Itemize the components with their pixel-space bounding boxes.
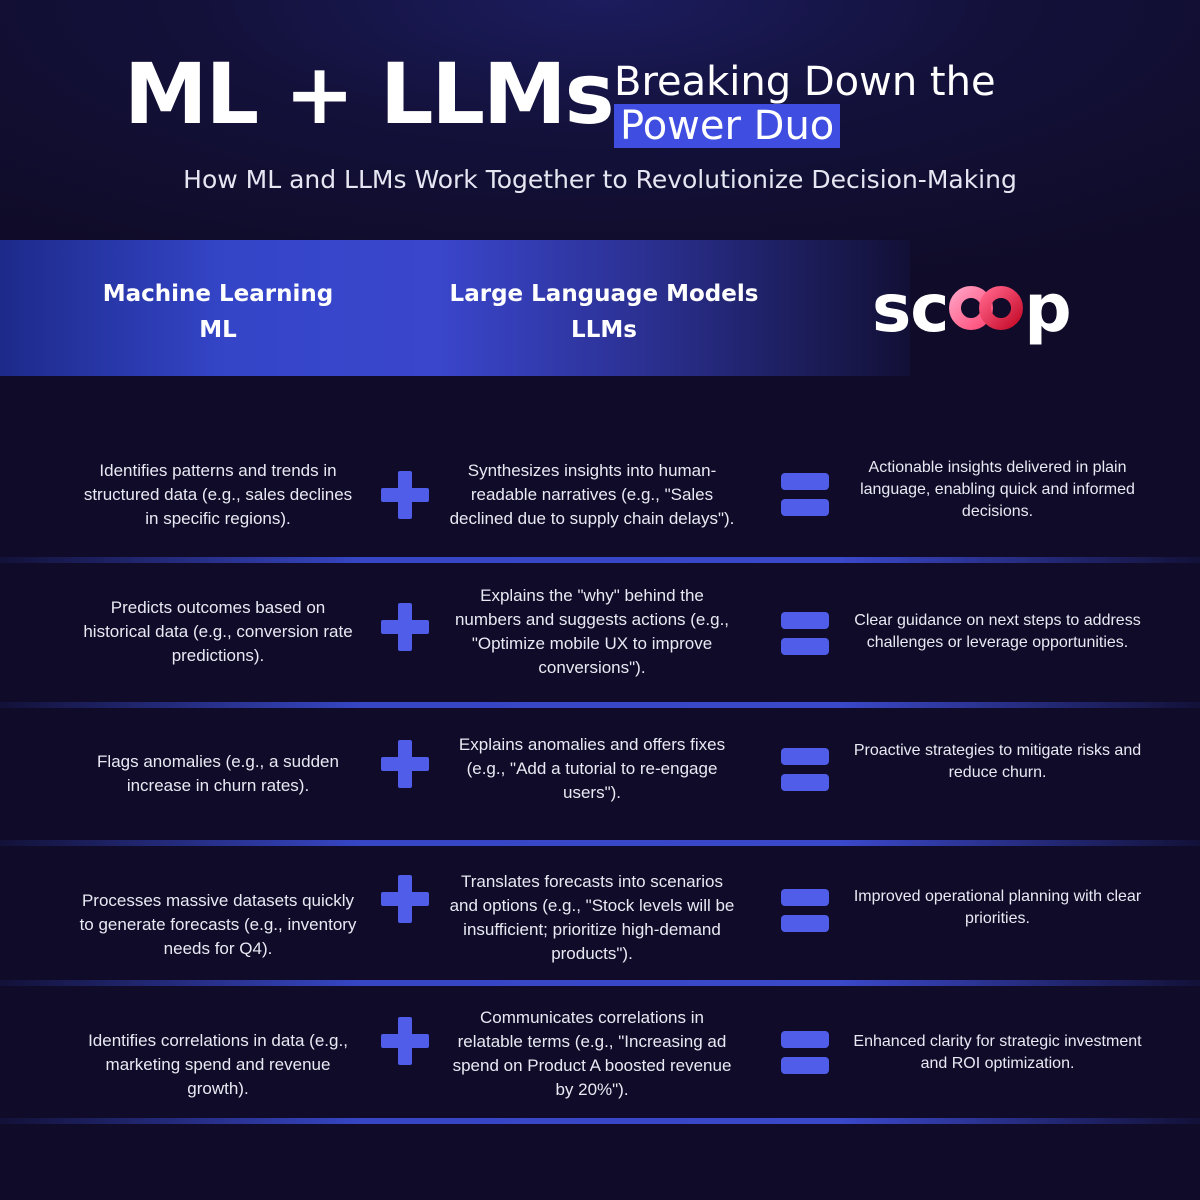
row-divider: [0, 702, 1200, 708]
row-4-result-cell: Improved operational planning with clear…: [853, 887, 1142, 927]
row-3-ml-cell: Flags anomalies (e.g., a sudden increase…: [97, 751, 339, 795]
header-band: [0, 240, 910, 376]
equals-icon: [781, 1031, 829, 1075]
row-1-result-cell: Actionable insights delivered in plain l…: [860, 459, 1135, 520]
logo-text-right: p: [1024, 269, 1071, 347]
row-2-llm-cell: Explains the "why" behind the numbers an…: [454, 586, 730, 677]
row-5-ml-cell: Identifies correlations in data (e.g., m…: [88, 1031, 348, 1098]
logo-text-left: sc: [872, 269, 949, 347]
row-divider: [0, 840, 1200, 846]
equals-icon: [781, 473, 829, 517]
equals-icon: [781, 748, 829, 792]
row-2-result-cell: Clear guidance on next steps to address …: [854, 612, 1141, 651]
llm-column-header: Large Language Models LLMs: [418, 276, 790, 348]
row-3-llm-cell: Explains anomalies and offers fixes (e.g…: [458, 734, 726, 802]
ml-column-header: Machine Learning ML: [78, 276, 358, 348]
infinity-loop-icon: [949, 286, 1024, 330]
row-divider: [0, 1118, 1200, 1124]
tagline-line-1: Breaking Down the: [614, 59, 996, 105]
plus-icon: [381, 740, 429, 788]
row-1-llm-cell: Synthesizes insights into human-readable…: [449, 461, 735, 528]
plus-icon: [381, 603, 429, 651]
plus-icon: [381, 471, 429, 519]
page-title: ML + LLMs: [124, 45, 615, 143]
equals-icon: [781, 612, 829, 656]
row-5-result-cell: Enhanced clarity for strategic investmen…: [853, 1032, 1142, 1072]
row-5-llm-cell: Communicates correlations in relatable t…: [452, 1008, 732, 1099]
llm-header-line-1: Large Language Models: [449, 281, 759, 307]
llm-header-line-2: LLMs: [571, 317, 637, 343]
row-4-llm-cell: Translates forecasts into scenarios and …: [449, 872, 735, 963]
row-divider: [0, 557, 1200, 563]
plus-icon: [381, 1017, 429, 1065]
equals-icon: [781, 889, 829, 933]
title-tagline: Breaking Down the Power Duo: [614, 60, 996, 148]
row-4-ml-cell: Processes massive datasets quickly to ge…: [79, 891, 357, 958]
tagline-line-2-highlight: Power Duo: [614, 104, 841, 148]
ml-header-line-1: Machine Learning: [102, 281, 334, 307]
row-2-ml-cell: Predicts outcomes based on historical da…: [83, 598, 353, 665]
page-subtitle: How ML and LLMs Work Together to Revolut…: [183, 165, 1017, 194]
ml-header-line-2: ML: [199, 317, 237, 343]
plus-icon: [381, 875, 429, 923]
row-3-result-cell: Proactive strategies to mitigate risks a…: [853, 741, 1142, 781]
row-divider: [0, 980, 1200, 986]
scoop-logo: sc p: [872, 268, 1072, 348]
row-1-ml-cell: Identifies patterns and trends in struct…: [83, 461, 353, 528]
